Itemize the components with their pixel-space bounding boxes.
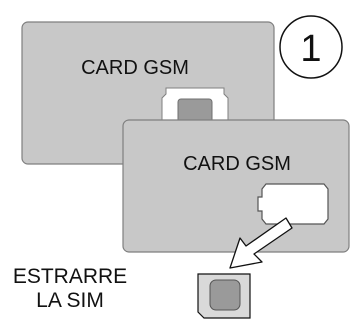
card-label: CARD GSM bbox=[81, 57, 189, 79]
instruction-text: ESTRARRE LA SIM bbox=[0, 265, 140, 313]
card-label: CARD GSM bbox=[183, 153, 291, 175]
instruction-line-1: ESTRARRE bbox=[12, 265, 128, 288]
step-circle bbox=[279, 15, 343, 79]
step-number: 1 bbox=[300, 28, 321, 70]
sim-chip-icon bbox=[197, 273, 251, 319]
instruction-line-2: LA SIM bbox=[36, 289, 104, 312]
arrow-down-left-icon bbox=[229, 217, 293, 269]
sim-card-front: CARD GSM bbox=[122, 119, 350, 253]
step-badge: 1 bbox=[279, 15, 343, 79]
sim-cutout bbox=[257, 183, 329, 225]
